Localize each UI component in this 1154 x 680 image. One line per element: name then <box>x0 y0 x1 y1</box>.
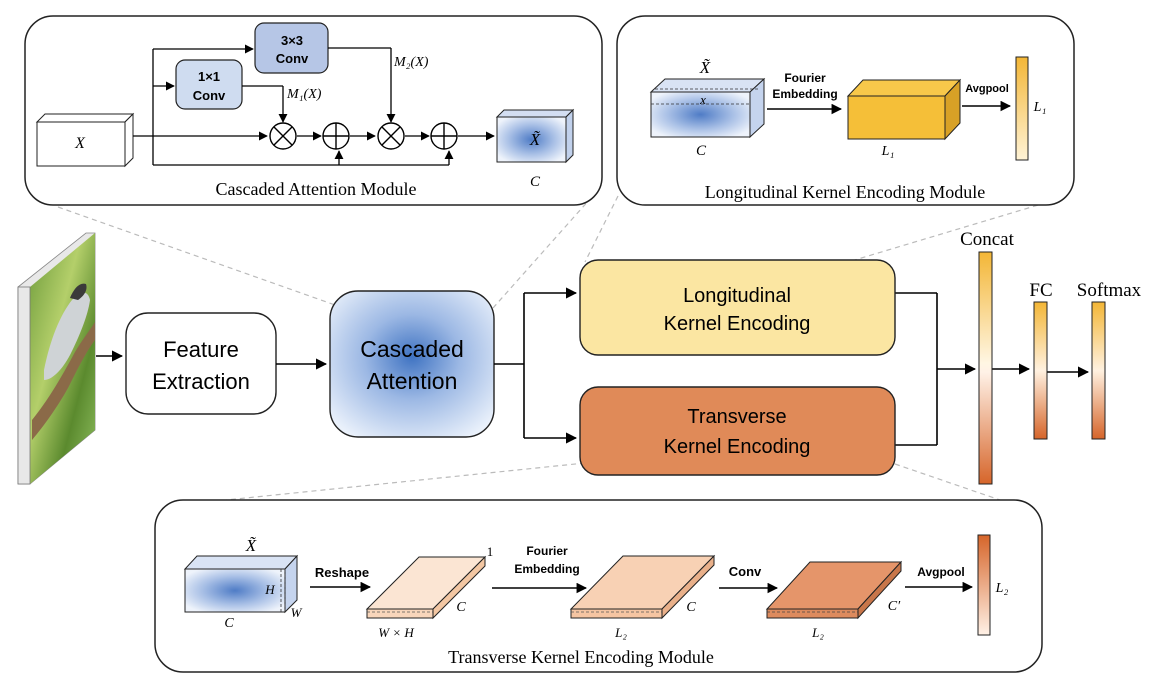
trans-label-a: Transverse <box>687 406 786 428</box>
conv-label: Conv <box>729 564 762 579</box>
trans-output-bar <box>977 534 991 636</box>
trans-label-b: Kernel Encoding <box>664 436 811 458</box>
input-tensor-x <box>35 112 135 168</box>
concat-label: Concat <box>960 229 1015 250</box>
main-flow: Feature Extraction Cascaded Attention Lo… <box>17 229 1142 485</box>
cprime-label: C′ <box>888 599 901 614</box>
fc-bar <box>1033 301 1048 440</box>
transverse-module: X̃ H W C Reshape 1 C W × H Fourier Embed… <box>154 499 1043 673</box>
reshape-label: Reshape <box>315 565 369 580</box>
cascaded-label-b: Attention <box>367 368 458 394</box>
reshaped-slab <box>365 555 487 620</box>
trans-input-tensor <box>183 554 299 614</box>
conv1-label-b: Conv <box>193 88 226 103</box>
longitudinal-module: X̃ x C Fourier Embedding L₁ Avgpool L₁ L… <box>616 15 1075 206</box>
m2-label: M₂(X) <box>393 55 429 70</box>
trans-input-label: X̃ <box>245 536 257 555</box>
trans-c-label: C <box>224 616 234 631</box>
avgpool-label: Avgpool <box>965 83 1009 95</box>
conv3-label-a: 3×3 <box>281 33 303 48</box>
feature-label-a: Feature <box>163 337 239 362</box>
longitudinal-encoding-box <box>579 259 896 356</box>
c3-label: C <box>686 600 696 615</box>
fourier-slab <box>569 554 716 620</box>
trans-module-title: Transverse Kernel Encoding Module <box>448 647 714 667</box>
conv3-label-b: Conv <box>276 51 309 66</box>
trans-fourier-label-b: Embedding <box>514 562 579 576</box>
fourier-label-a: Fourier <box>784 71 826 85</box>
long-output-label: L₁ <box>1033 100 1047 115</box>
fourier-label-b: Embedding <box>772 87 837 101</box>
multiply-operator-1 <box>269 122 297 150</box>
add-operator-1 <box>322 122 350 150</box>
long-label-b: Kernel Encoding <box>664 313 811 335</box>
transverse-encoding-box <box>579 386 896 476</box>
fc-label: FC <box>1029 280 1052 301</box>
output-tensor-x-tilde <box>495 108 575 164</box>
input-label: X <box>74 135 86 152</box>
l2b-label: L₂ <box>811 625 824 640</box>
cascaded-label-a: Cascaded <box>360 336 464 362</box>
trans-output-label: L₂ <box>995 581 1009 596</box>
conv-slab <box>765 560 903 620</box>
cascaded-attention-module: X 3×3 Conv 1×1 Conv M₂(X) M₁(X) X̃ C Cas… <box>24 15 603 206</box>
l2a-label: L₂ <box>614 625 627 640</box>
long-channel-label: C <box>696 143 707 159</box>
softmax-bar <box>1091 301 1106 440</box>
dashed-connectors <box>57 189 1056 507</box>
trans-fourier-label-a: Fourier <box>526 544 568 558</box>
softmax-label: Softmax <box>1077 280 1142 301</box>
c2-label: C <box>456 600 466 615</box>
channel-label: C <box>530 174 541 190</box>
one-label: 1 <box>487 544 494 559</box>
long-output-bar <box>1015 56 1029 161</box>
m1-label: M₁(X) <box>286 87 322 102</box>
conv1-label-a: 1×1 <box>198 69 220 84</box>
long-module-title: Longitudinal Kernel Encoding Module <box>705 182 985 202</box>
long-label-a: Longitudinal <box>683 285 791 307</box>
l1-label: L₁ <box>881 144 895 159</box>
module-title: Cascaded Attention Module <box>216 179 417 199</box>
trans-w-label: W <box>291 605 303 620</box>
conv1x1-box <box>175 59 243 110</box>
cascaded-attention-box <box>329 290 495 438</box>
long-input-tensor <box>649 77 766 139</box>
trans-h-label: H <box>264 582 275 597</box>
multiply-operator-2 <box>377 122 405 150</box>
input-bird-image <box>17 232 96 485</box>
output-label: X̃ <box>529 130 541 149</box>
long-x-label: x <box>699 92 706 107</box>
wh-label: W × H <box>378 625 414 640</box>
trans-avgpool-label: Avgpool <box>917 565 965 579</box>
feature-label-b: Extraction <box>152 369 250 394</box>
add-operator-2 <box>430 122 458 150</box>
long-l1-tensor <box>846 78 962 141</box>
concat-bar <box>978 251 993 485</box>
long-input-label: X̃ <box>699 58 711 77</box>
feature-extraction-box <box>125 312 277 415</box>
